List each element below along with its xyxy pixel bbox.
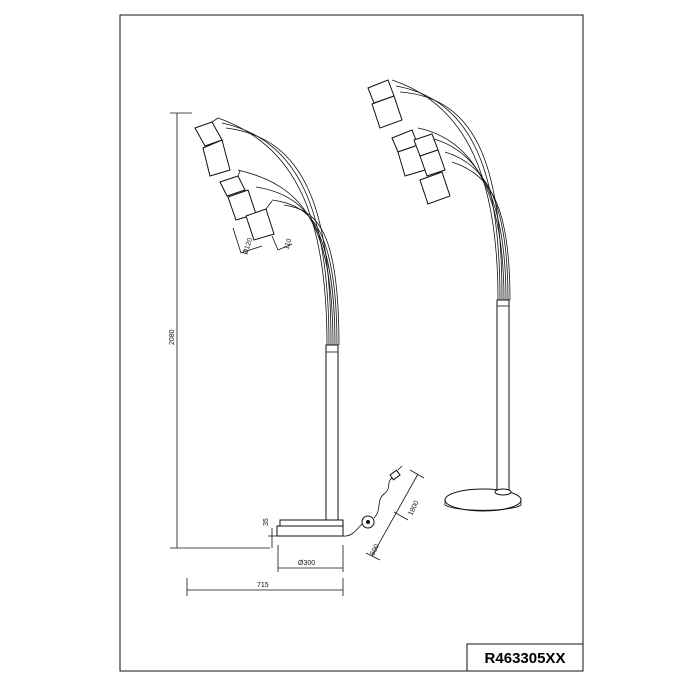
product-code: R463305XX — [485, 650, 566, 667]
lamp-shade — [371, 95, 403, 129]
dim-base-diameter: Ø300 — [298, 560, 315, 567]
dim-cable-upper: 1800 — [408, 500, 421, 517]
lamp-shades — [367, 79, 451, 205]
dim-cable-lower: 500 — [370, 543, 381, 557]
lamp-arms — [217, 117, 340, 346]
lamp-dimensioned-view: Ø120 110 2080 35 Ø300 — [169, 112, 425, 596]
lamp-pole — [325, 344, 339, 521]
dim-base-height: 35 — [263, 518, 270, 526]
dim-overall-height: 2080 — [169, 329, 176, 345]
power-cable — [342, 465, 403, 537]
lamp-shade — [219, 175, 246, 197]
title-box — [466, 643, 584, 672]
cable-dimensions: 1800 500 — [365, 469, 425, 561]
lamp-pole — [496, 299, 510, 491]
lamp-base-plate — [276, 525, 344, 537]
lamp-arms — [391, 79, 511, 301]
lamp-base — [279, 519, 344, 527]
base-height-dimension: 35 — [263, 518, 280, 548]
shade-dimensions: Ø120 110 — [232, 227, 293, 256]
base-diameter-dimension: Ø300 — [277, 545, 344, 572]
lamp-perspective-view — [367, 79, 522, 512]
width-dimension: 715 — [186, 578, 344, 596]
dim-shade-height: 110 — [283, 238, 293, 251]
dim-overall-width: 715 — [257, 582, 269, 589]
dim-shade-diameter: Ø120 — [242, 237, 254, 256]
sheet-frame — [119, 14, 584, 672]
lamp-shade — [202, 139, 231, 177]
plug — [389, 469, 401, 481]
lamp-shade — [419, 149, 446, 177]
lamp-shade — [419, 171, 451, 205]
lamp-shade — [245, 208, 275, 241]
lamp-shades — [194, 117, 275, 241]
height-dimension: 2080 — [169, 112, 270, 549]
